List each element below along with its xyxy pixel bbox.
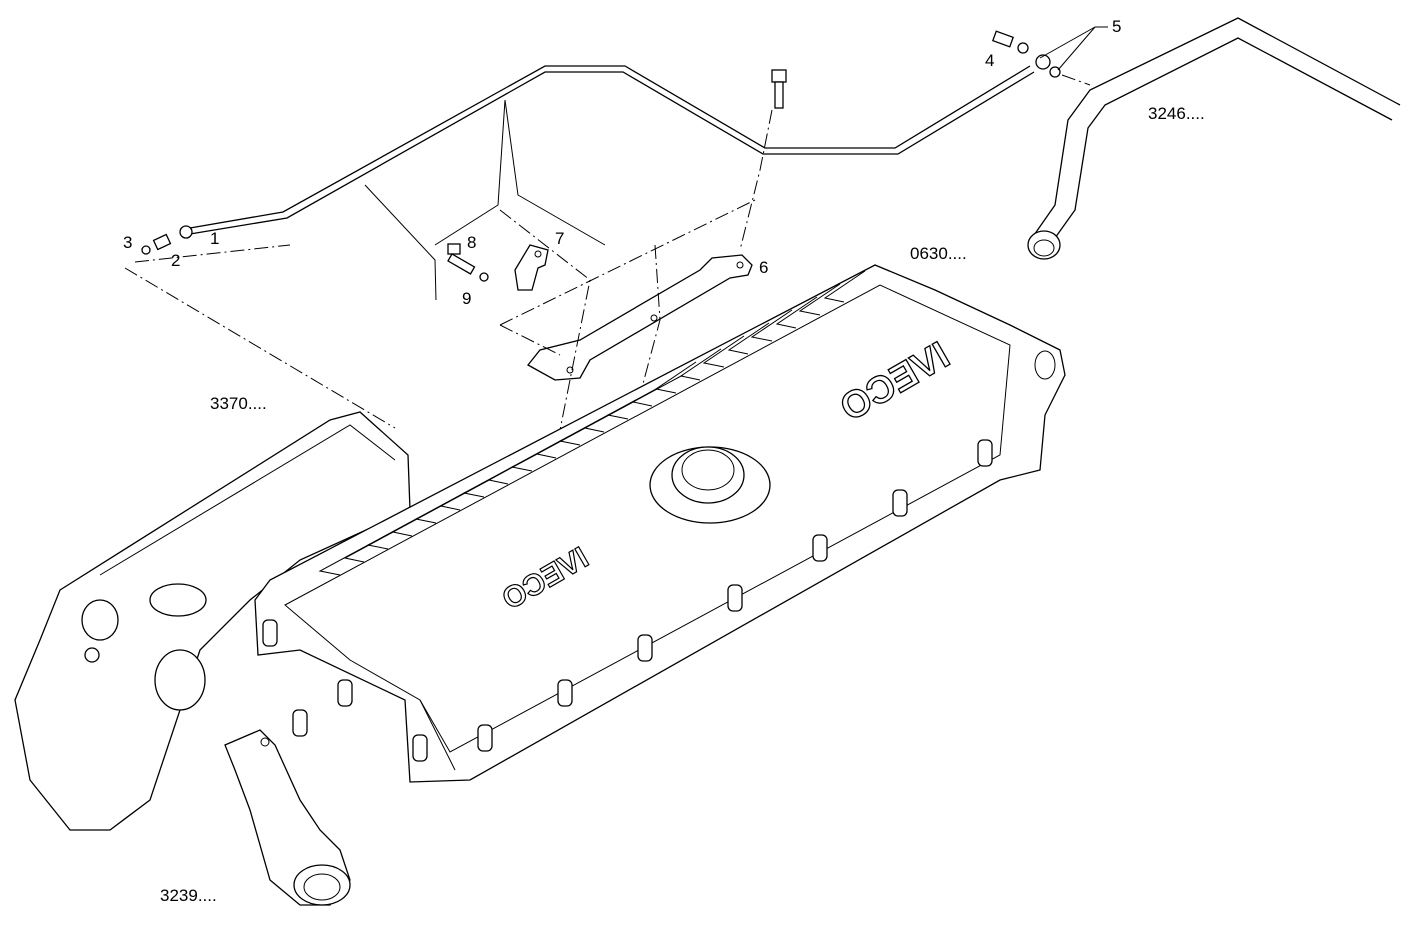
cover-stud <box>337 679 353 707</box>
cover-rib <box>391 504 444 537</box>
cover-rib <box>702 335 745 368</box>
cover-rib <box>823 270 866 303</box>
cover-rib <box>798 283 841 316</box>
cover-stud <box>477 724 493 752</box>
reference-3239: 3239.... <box>160 886 217 905</box>
cover-rib <box>487 452 540 485</box>
cover-stud <box>262 619 278 647</box>
callout-9: 9 <box>462 289 472 308</box>
reference-3370: 3370.... <box>210 394 267 413</box>
cover-stud <box>637 634 653 662</box>
cover-rib <box>775 296 818 329</box>
valve-cover <box>254 264 1066 783</box>
cover-stud <box>892 489 908 517</box>
bracket-parts <box>447 243 549 291</box>
water-pipe <box>1027 17 1401 260</box>
reference-0630: 0630.... <box>910 244 967 263</box>
exhaust-manifold <box>224 729 351 906</box>
cover-rib <box>750 309 793 342</box>
cover-rib <box>583 400 636 433</box>
cover-stud <box>292 709 308 737</box>
cover-rib <box>679 348 722 381</box>
callout-8: 8 <box>467 233 477 252</box>
plate <box>527 254 753 381</box>
callout-5: 5 <box>1112 17 1122 36</box>
callout-3: 3 <box>123 233 133 252</box>
cover-stud <box>727 584 743 612</box>
cover-rib <box>439 478 492 511</box>
bolt-top <box>771 69 787 109</box>
fittings-left <box>141 233 172 255</box>
cover-rib <box>631 374 684 407</box>
fittings-right <box>991 30 1061 78</box>
callout-2: 2 <box>171 251 181 270</box>
callout-6: 6 <box>759 258 769 277</box>
reference-3246: 3246.... <box>1148 104 1205 123</box>
cover-stud <box>557 679 573 707</box>
callout-7: 7 <box>555 229 565 248</box>
callout-4: 4 <box>985 51 995 70</box>
cover-ribs <box>318 270 866 576</box>
cover-rib <box>535 426 588 459</box>
cover-stud <box>977 439 993 467</box>
cover-stud <box>412 734 428 762</box>
cover-rib <box>654 361 697 394</box>
leader-lines <box>124 26 1108 431</box>
cover-rib <box>343 530 396 563</box>
cover-rib <box>727 322 770 355</box>
callout-1: 1 <box>210 229 220 248</box>
oil-pipe <box>179 65 1035 239</box>
cover-stud <box>812 534 828 562</box>
cover-studs <box>262 439 993 762</box>
cylinder-head <box>14 411 411 831</box>
